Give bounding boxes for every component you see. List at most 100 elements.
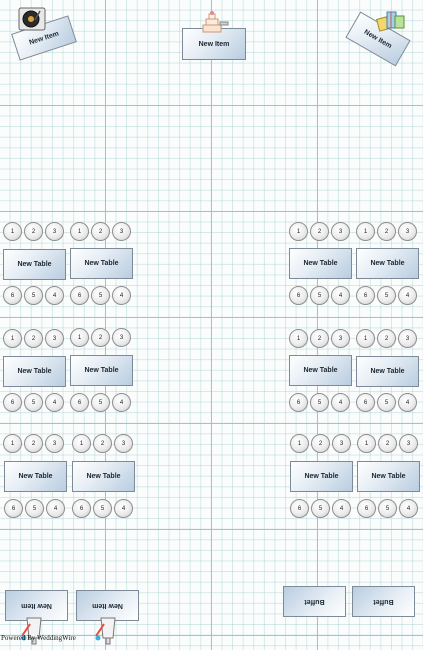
- buffet-item-right[interactable]: Buffet: [352, 586, 415, 617]
- table[interactable]: New Table: [70, 355, 133, 386]
- table[interactable]: New Table: [289, 355, 352, 386]
- seat[interactable]: 2: [24, 329, 43, 348]
- seat[interactable]: 1: [289, 222, 308, 241]
- seat[interactable]: 6: [70, 286, 89, 305]
- seat[interactable]: 5: [378, 499, 397, 518]
- item-label: New Item: [92, 602, 123, 609]
- seat[interactable]: 3: [332, 434, 351, 453]
- seat[interactable]: 6: [289, 393, 308, 412]
- seat[interactable]: 3: [112, 222, 131, 241]
- table[interactable]: New Table: [289, 248, 352, 279]
- seat[interactable]: 1: [3, 329, 22, 348]
- seat[interactable]: 6: [3, 286, 22, 305]
- table[interactable]: New Table: [3, 249, 66, 280]
- seat[interactable]: 1: [289, 329, 308, 348]
- seat[interactable]: 6: [290, 499, 309, 518]
- seat[interactable]: 6: [70, 393, 89, 412]
- seat[interactable]: 2: [378, 434, 397, 453]
- seat[interactable]: 3: [45, 434, 64, 453]
- seat[interactable]: 1: [70, 328, 89, 347]
- table[interactable]: New Table: [72, 461, 135, 492]
- seat[interactable]: 5: [93, 499, 112, 518]
- seat[interactable]: 4: [398, 393, 417, 412]
- seat[interactable]: 5: [377, 393, 396, 412]
- seat[interactable]: 4: [45, 286, 64, 305]
- seat[interactable]: 4: [46, 499, 65, 518]
- seat[interactable]: 2: [24, 222, 43, 241]
- table-label: New Table: [18, 473, 53, 480]
- table-label: New Table: [303, 367, 338, 374]
- table[interactable]: New Table: [290, 461, 353, 492]
- item-label: New Item: [21, 602, 52, 609]
- seat[interactable]: 2: [377, 329, 396, 348]
- wedding-cake-icon: [199, 10, 229, 39]
- seat[interactable]: 3: [112, 328, 131, 347]
- table-label: New Table: [17, 368, 52, 375]
- seat[interactable]: 1: [356, 222, 375, 241]
- seat[interactable]: 3: [399, 434, 418, 453]
- seat[interactable]: 2: [310, 222, 329, 241]
- seat[interactable]: 4: [399, 499, 418, 518]
- table-label: New Table: [84, 367, 119, 374]
- seat[interactable]: 3: [398, 222, 417, 241]
- seat[interactable]: 3: [331, 329, 350, 348]
- table[interactable]: New Table: [356, 248, 419, 279]
- table[interactable]: New Table: [70, 248, 133, 279]
- seat[interactable]: 3: [398, 329, 417, 348]
- seat[interactable]: 4: [331, 393, 350, 412]
- seat[interactable]: 6: [3, 393, 22, 412]
- seat[interactable]: 5: [91, 393, 110, 412]
- seat[interactable]: 6: [356, 286, 375, 305]
- seat[interactable]: 6: [356, 393, 375, 412]
- seat[interactable]: 4: [398, 286, 417, 305]
- table-label: New Table: [370, 260, 405, 267]
- seat[interactable]: 4: [112, 393, 131, 412]
- seat[interactable]: 4: [112, 286, 131, 305]
- table-label: New Table: [303, 260, 338, 267]
- table[interactable]: New Table: [357, 461, 420, 492]
- seat[interactable]: 4: [331, 286, 350, 305]
- seat[interactable]: 4: [45, 393, 64, 412]
- seat[interactable]: 6: [4, 499, 23, 518]
- seat[interactable]: 1: [3, 434, 22, 453]
- seat[interactable]: 1: [356, 329, 375, 348]
- seat[interactable]: 1: [357, 434, 376, 453]
- cocktail-icon: [20, 612, 48, 650]
- seat[interactable]: 5: [24, 286, 43, 305]
- seat[interactable]: 3: [45, 222, 64, 241]
- seat[interactable]: 5: [377, 286, 396, 305]
- item-label: Buffet: [304, 598, 325, 605]
- seat[interactable]: 1: [3, 222, 22, 241]
- seat[interactable]: 2: [377, 222, 396, 241]
- buffet-item-left[interactable]: Buffet: [283, 586, 346, 617]
- seat[interactable]: 6: [357, 499, 376, 518]
- table[interactable]: New Table: [4, 461, 67, 492]
- seat[interactable]: 1: [70, 222, 89, 241]
- seat[interactable]: 2: [93, 434, 112, 453]
- seat[interactable]: 2: [24, 434, 43, 453]
- seat[interactable]: 6: [289, 286, 308, 305]
- seat[interactable]: 3: [114, 434, 133, 453]
- seat[interactable]: 3: [331, 222, 350, 241]
- table-label: New Table: [84, 260, 119, 267]
- powered-by-footer: Powered By WeddingWire: [1, 634, 76, 642]
- seat[interactable]: 2: [311, 434, 330, 453]
- seat[interactable]: 2: [91, 222, 110, 241]
- seat[interactable]: 1: [290, 434, 309, 453]
- seat[interactable]: 6: [72, 499, 91, 518]
- seat[interactable]: 4: [114, 499, 133, 518]
- seat[interactable]: 5: [311, 499, 330, 518]
- seat[interactable]: 5: [25, 499, 44, 518]
- seat[interactable]: 5: [91, 286, 110, 305]
- seat[interactable]: 1: [72, 434, 91, 453]
- seat[interactable]: 5: [24, 393, 43, 412]
- seat[interactable]: 5: [310, 286, 329, 305]
- seat[interactable]: 3: [45, 329, 64, 348]
- seat[interactable]: 2: [91, 328, 110, 347]
- seat[interactable]: 4: [332, 499, 351, 518]
- table[interactable]: New Table: [3, 356, 66, 387]
- seat[interactable]: 2: [310, 329, 329, 348]
- table[interactable]: New Table: [356, 356, 419, 387]
- seat[interactable]: 5: [310, 393, 329, 412]
